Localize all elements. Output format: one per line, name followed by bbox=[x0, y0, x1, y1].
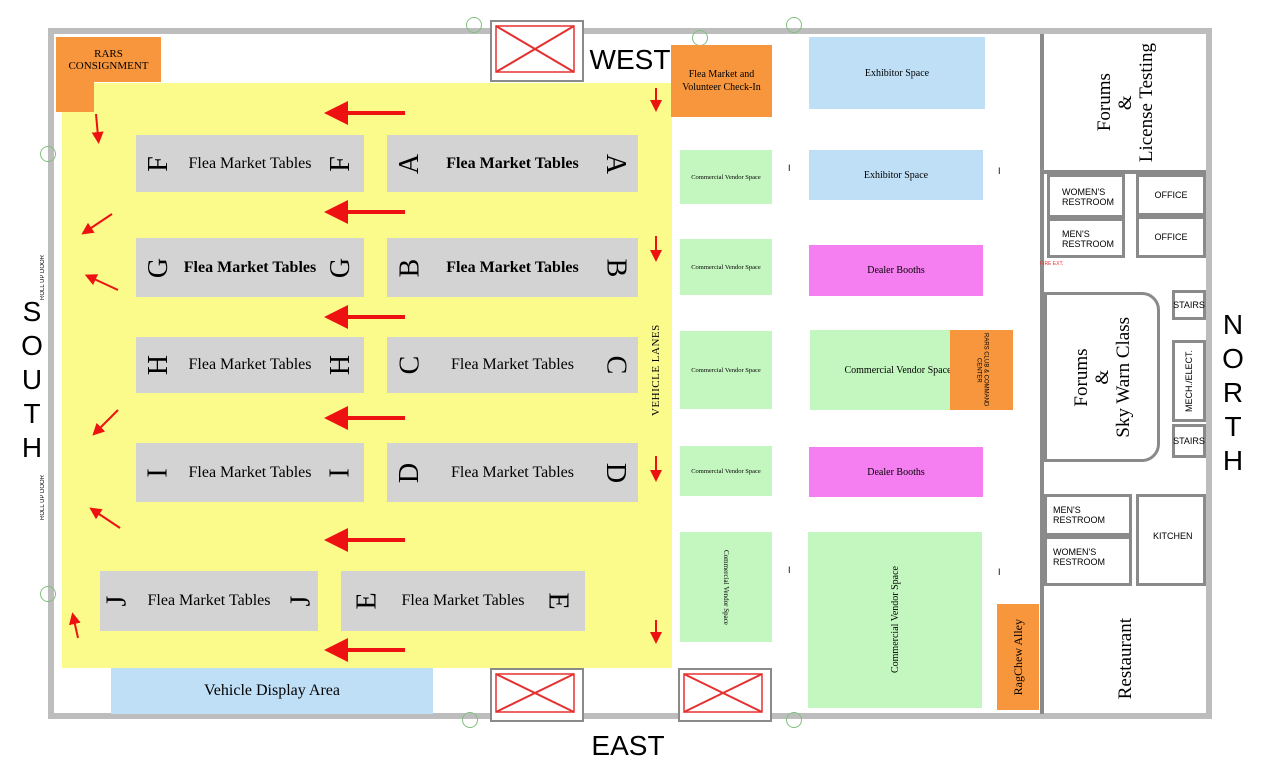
door-icon bbox=[786, 712, 802, 728]
flea-row-h: H Flea Market Tables H bbox=[136, 337, 364, 393]
west-entry-blocked-icon bbox=[495, 25, 575, 73]
flea-row-i: I Flea Market Tables I bbox=[136, 443, 364, 502]
direction-north: NORTH bbox=[1222, 309, 1244, 476]
room-divider bbox=[1044, 170, 1206, 174]
commercial-vendor-space-large: Commercial Vendor Space bbox=[808, 532, 982, 708]
commercial-vendor-space: Commercial Vendor Space bbox=[680, 446, 772, 496]
restaurant: Restaurant bbox=[1115, 618, 1136, 700]
east-entry-blocked-icon bbox=[495, 673, 575, 713]
column-marker: I bbox=[998, 166, 1001, 176]
direction-south: SOUTH bbox=[21, 296, 43, 463]
stairs: STAIRS bbox=[1172, 424, 1206, 458]
kitchen: KITCHEN bbox=[1136, 494, 1206, 586]
commercial-vendor-space-vertical: Commercial Vendor Space bbox=[680, 532, 772, 642]
roll-up-door-label: ROLL UP DOOR bbox=[40, 474, 46, 520]
rars-club-command-center: RARS CLUB & COMMAND CENTER bbox=[950, 330, 1013, 410]
stairs: STAIRS bbox=[1172, 290, 1206, 320]
vehicle-lanes-label: VEHICLE LANES bbox=[650, 324, 662, 416]
flea-market-area-edge bbox=[62, 112, 98, 668]
office: OFFICE bbox=[1136, 216, 1206, 258]
wall-east bbox=[48, 713, 1212, 719]
exhibitor-space: Exhibitor Space bbox=[809, 37, 985, 109]
column-marker: I bbox=[788, 565, 791, 575]
flea-row-c: C Flea Market Tables C bbox=[387, 337, 638, 393]
column-marker: I bbox=[998, 567, 1001, 577]
flea-row-d: D Flea Market Tables D bbox=[387, 443, 638, 502]
roll-up-door-label: ROLL UP DOOR bbox=[40, 254, 46, 300]
flea-row-e: E Flea Market Tables E bbox=[341, 571, 585, 631]
forums-license-testing: Forums & License Testing bbox=[1093, 43, 1157, 163]
ragchew-alley: RagChew Alley bbox=[997, 604, 1039, 710]
flea-row-b: B Flea Market Tables B bbox=[387, 238, 638, 297]
wall-south bbox=[48, 28, 54, 719]
door-icon bbox=[786, 17, 802, 33]
fire-ext-label: FIRE EXT. bbox=[1040, 261, 1064, 267]
door-icon bbox=[40, 586, 56, 602]
flea-row-g: G Flea Market Tables G bbox=[136, 238, 364, 297]
commercial-vendor-space: Commercial Vendor Space bbox=[680, 150, 772, 204]
flea-row-j: J Flea Market Tables J bbox=[100, 571, 318, 631]
vehicle-display-area: Vehicle Display Area bbox=[111, 668, 433, 714]
north-rooms-wall bbox=[1040, 34, 1044, 714]
direction-east: EAST bbox=[591, 730, 665, 761]
wall-west bbox=[48, 28, 1212, 34]
door-icon bbox=[466, 17, 482, 33]
office: OFFICE bbox=[1136, 174, 1206, 216]
commercial-vendor-space: Commercial Vendor Space bbox=[680, 331, 772, 409]
dealer-booths: Dealer Booths bbox=[809, 245, 983, 296]
column-marker: I bbox=[788, 163, 791, 173]
forums-skywarn-class: Forums & Sky Warn Class bbox=[1044, 292, 1160, 462]
rars-consignment: RARS CONSIGNMENT bbox=[56, 37, 161, 82]
door-icon bbox=[40, 146, 56, 162]
commercial-vendor-space: Commercial Vendor Space bbox=[680, 239, 772, 295]
exhibitor-space: Exhibitor Space bbox=[809, 150, 983, 200]
door-icon bbox=[462, 712, 478, 728]
east-entry-blocked-icon bbox=[683, 673, 763, 713]
flea-row-a: A Flea Market Tables A bbox=[387, 135, 638, 192]
wall-north bbox=[1206, 28, 1212, 719]
dealer-booths: Dealer Booths bbox=[809, 447, 983, 497]
door-icon bbox=[692, 30, 708, 46]
direction-west: WEST bbox=[589, 44, 671, 75]
volunteer-checkin: Flea Market and Volunteer Check-In bbox=[671, 45, 772, 117]
flea-row-f: F Flea Market Tables F bbox=[136, 135, 364, 192]
mech-elect-room: MECH./ELECT. bbox=[1172, 340, 1206, 422]
rars-consignment-extension bbox=[56, 80, 94, 112]
